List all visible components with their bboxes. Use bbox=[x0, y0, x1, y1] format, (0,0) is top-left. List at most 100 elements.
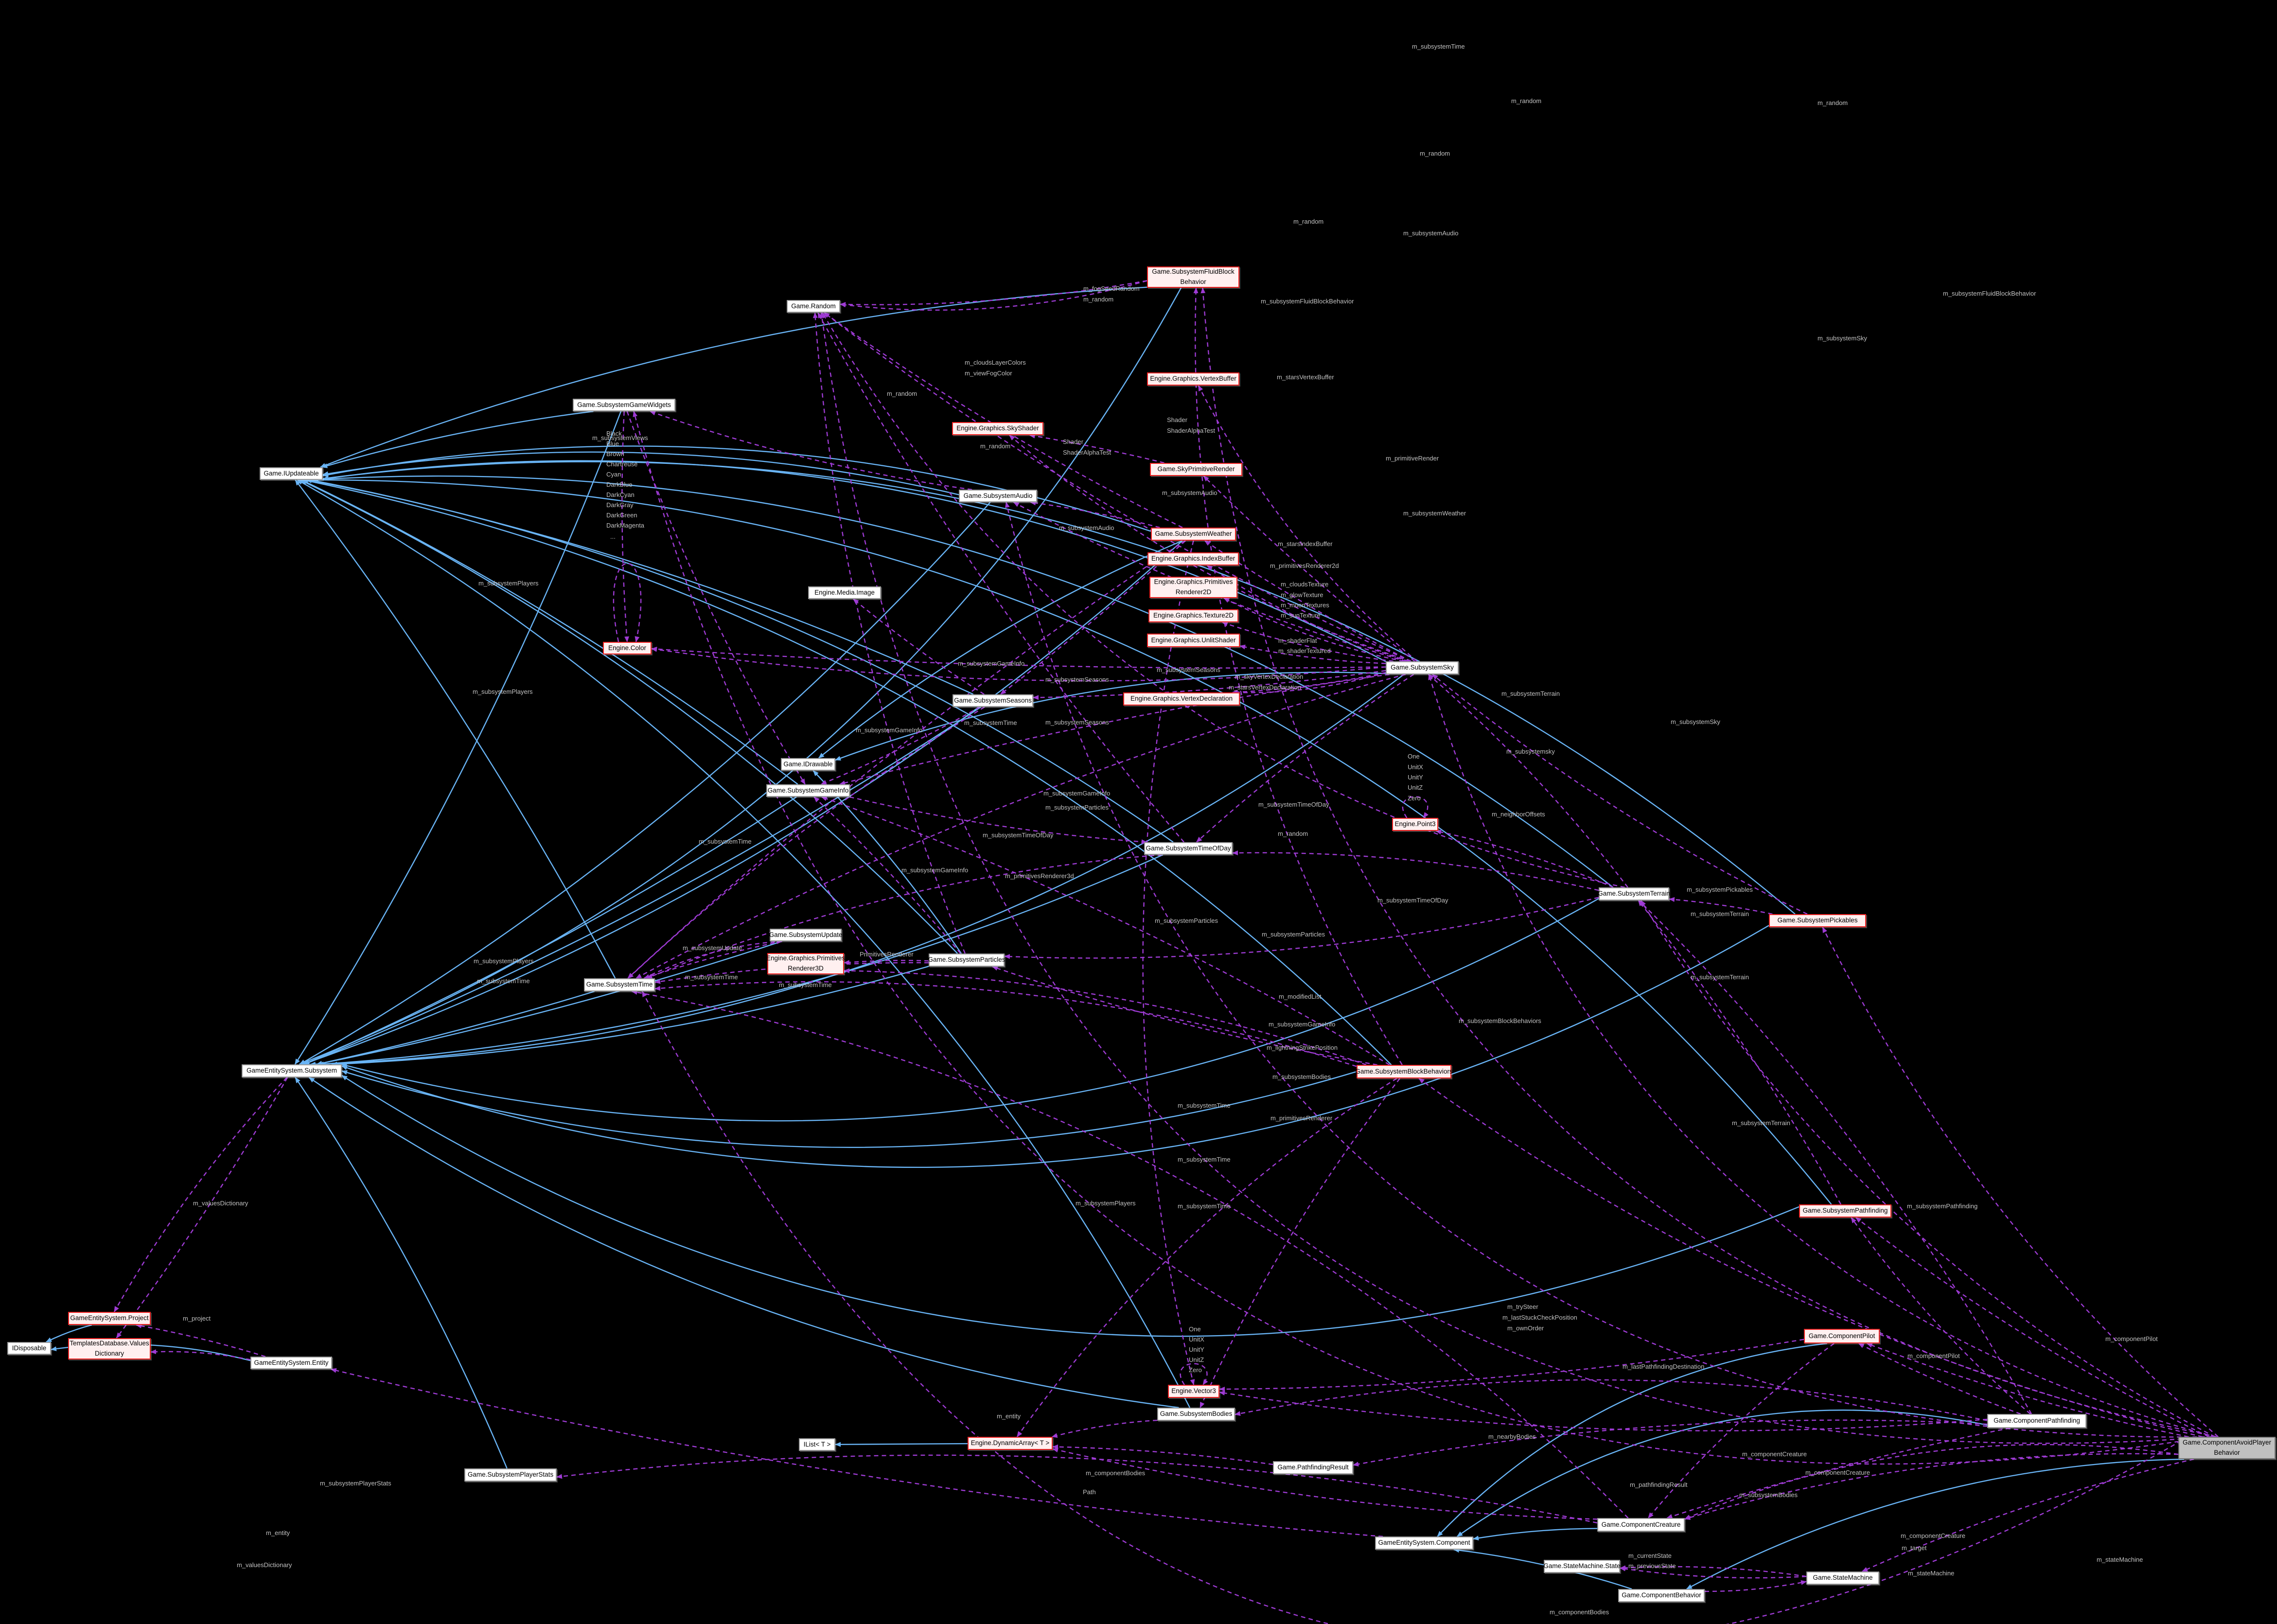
edge-label: m_subsystemGameInfo bbox=[1269, 1021, 1336, 1028]
usage-edge bbox=[821, 796, 1390, 1066]
edge-label: m_random bbox=[1511, 97, 1542, 105]
edge-label: m_subsystemSeasons bbox=[1157, 666, 1220, 673]
class-node-project[interactable]: GameEntitySystem.Project bbox=[68, 1312, 151, 1325]
class-node-gameinfo[interactable]: Game.SubsystemGameInfo bbox=[766, 784, 850, 797]
class-node-smstate[interactable]: Game.StateMachine.State bbox=[1543, 1560, 1621, 1573]
usage-edge bbox=[1200, 1078, 1400, 1408]
class-node-terrain[interactable]: Game.SubsystemTerrain bbox=[1598, 887, 1670, 900]
class-node-update[interactable]: Game.SubsystemUpdate bbox=[769, 929, 842, 941]
class-node-audio[interactable]: Game.SubsystemAudio bbox=[959, 490, 1037, 502]
class-node-particles[interactable]: Game.SubsystemParticles bbox=[928, 953, 1006, 967]
class-node-time[interactable]: Game.SubsystemTime bbox=[584, 978, 655, 991]
class-node-pickables[interactable]: Game.SubsystemPickables bbox=[1769, 914, 1866, 927]
class-node-blockbehaviors[interactable]: Game.SubsystemBlockBehaviors bbox=[1355, 1065, 1453, 1078]
class-node-entity[interactable]: GameEntitySystem.Entity bbox=[250, 1357, 332, 1369]
usage-edge bbox=[651, 646, 1386, 669]
inheritance-edge bbox=[1456, 1409, 2002, 1537]
class-node-ilist[interactable]: IList< T > bbox=[799, 1438, 835, 1451]
edge-label: m_subsystemTerrain bbox=[1691, 973, 1749, 981]
usage-edge bbox=[1647, 1343, 1835, 1518]
edge-label: m_subsystemAudio bbox=[1403, 229, 1459, 237]
inheritance-edge bbox=[299, 287, 1182, 1065]
edge-label: m_subsystemParticles bbox=[1262, 931, 1325, 938]
class-node-texture2d[interactable]: Engine.Graphics.Texture2D bbox=[1148, 609, 1238, 622]
class-node-color[interactable]: Engine.Color bbox=[603, 642, 652, 654]
class-node-indexbuffer[interactable]: Engine.Graphics.IndexBuffer bbox=[1147, 552, 1239, 565]
class-node-statemachine[interactable]: Game.StateMachine bbox=[1806, 1571, 1879, 1585]
edge-label: m_subsystemGameInfo bbox=[901, 866, 969, 874]
usage-edge bbox=[1851, 1217, 2031, 1414]
class-node-playerstats[interactable]: Game.SubsystemPlayerStats bbox=[464, 1468, 557, 1482]
usage-edge bbox=[627, 706, 985, 979]
class-node-valuesdict[interactable]: TemplatesDatabase.Values Dictionary bbox=[68, 1338, 151, 1359]
edge-label: m_subsystemAudio bbox=[1059, 524, 1114, 531]
edge-label: m_random bbox=[1278, 830, 1308, 837]
edge-label: m_subsystemGameInfo bbox=[1043, 790, 1111, 797]
edge-label: ... bbox=[610, 533, 616, 540]
class-node-iupdateable[interactable]: Game.IUpdateable bbox=[260, 467, 323, 480]
class-node-idisposable[interactable]: IDisposable bbox=[7, 1342, 51, 1355]
edge-label: m_subsystemPlayers bbox=[1076, 1200, 1136, 1207]
usage-edge bbox=[1866, 1342, 2189, 1438]
inheritance-edge bbox=[302, 540, 1183, 1065]
class-node-componentpilot[interactable]: Game.ComponentPilot bbox=[1804, 1329, 1880, 1343]
edge-label: m_project bbox=[183, 1315, 211, 1322]
edge-label: m_subsystemGameInfo bbox=[856, 726, 923, 734]
edge-label: UnitZ bbox=[1189, 1356, 1204, 1363]
usage-edge bbox=[641, 991, 2189, 1624]
edge-label: m_primitiveRender bbox=[1386, 455, 1439, 462]
edge-label: m_fogSeedRandom bbox=[1083, 285, 1140, 292]
edge-label: UnitZ bbox=[1408, 784, 1423, 791]
class-node-point3[interactable]: Engine.Point3 bbox=[1392, 818, 1438, 831]
class-node-unlitshader[interactable]: Engine.Graphics.UnlitShader bbox=[1147, 634, 1240, 647]
class-node-vector3[interactable]: Engine.Vector3 bbox=[1168, 1385, 1219, 1398]
usage-edge bbox=[1684, 1444, 2179, 1520]
class-node-seasons[interactable]: Game.SubsystemSeasons bbox=[953, 694, 1033, 707]
class-node-subsystem[interactable]: GameEntitySystem.Subsystem bbox=[242, 1064, 342, 1077]
class-node-idrawable[interactable]: Game.IDrawable bbox=[781, 758, 835, 771]
class-node-componentcreature[interactable]: Game.ComponentCreature bbox=[1597, 1518, 1685, 1532]
class-node-skyshader[interactable]: Engine.Graphics.SkyShader bbox=[952, 422, 1043, 435]
class-node-primrenderer2d[interactable]: Engine.Graphics.Primitives Renderer2D bbox=[1149, 577, 1237, 598]
class-node-component[interactable]: GameEntitySystem.Component bbox=[1375, 1536, 1473, 1550]
edge-label: m_subsystemFluidBlockBehavior bbox=[1261, 298, 1354, 305]
class-node-weather[interactable]: Game.SubsystemWeather bbox=[1151, 528, 1236, 541]
class-node-vertexbuffer[interactable]: Engine.Graphics.VertexBuffer bbox=[1147, 372, 1239, 386]
inheritance-edge bbox=[312, 461, 1796, 915]
class-node-pathfinding[interactable]: Game.SubsystemPathfinding bbox=[1799, 1204, 1891, 1218]
usage-edge bbox=[626, 411, 806, 785]
usage-edge bbox=[1666, 1427, 2010, 1519]
class-node-avoidplayer[interactable]: Game.ComponentAvoidPlayer Behavior bbox=[2178, 1437, 2276, 1459]
edge-label: DarkCyan bbox=[606, 491, 635, 498]
usage-edge bbox=[1858, 1342, 2021, 1415]
usage-edge bbox=[823, 312, 1183, 529]
edge-label: m_random bbox=[980, 442, 1011, 450]
usage-edge bbox=[1033, 670, 1386, 700]
class-node-image[interactable]: Engine.Media.Image bbox=[808, 586, 881, 599]
class-node-componentpathfinding[interactable]: Game.ComponentPathfinding bbox=[1987, 1414, 2086, 1428]
edge-label: m_componentPilot bbox=[2105, 1335, 2158, 1342]
usage-edge bbox=[1193, 287, 1403, 1065]
class-node-fluidblock[interactable]: Game.SubsystemFluidBlock Behavior bbox=[1147, 266, 1239, 288]
class-node-bodies[interactable]: Game.SubsystemBodies bbox=[1157, 1408, 1235, 1421]
class-node-gamewidgets[interactable]: Game.SubsystemGameWidgets bbox=[573, 399, 675, 411]
usage-edge bbox=[635, 673, 1406, 979]
edge-label: m_lightningStrikePosition bbox=[1267, 1044, 1338, 1051]
usage-edge bbox=[1684, 1453, 2179, 1520]
class-node-timeofday[interactable]: Game.SubsystemTimeOfDay bbox=[1144, 842, 1233, 855]
usage-edge bbox=[1005, 502, 2213, 1438]
edge-label: m_subsystemParticles bbox=[1155, 917, 1218, 924]
usage-edge bbox=[1051, 1419, 1158, 1438]
class-node-primrenderer3d[interactable]: Engine.Graphics.Primitives Renderer3D bbox=[766, 953, 845, 974]
class-node-sky[interactable]: Game.SubsystemSky bbox=[1386, 661, 1459, 674]
edge-label: m_subsystemTime bbox=[964, 719, 1017, 726]
class-node-skyprimrender[interactable]: Game.SkyPrimitiveRender bbox=[1150, 463, 1242, 476]
class-node-random[interactable]: Game.Random bbox=[787, 300, 840, 313]
usage-edge bbox=[1203, 476, 1415, 662]
class-node-dynamicarray[interactable]: Engine.DynamicArray< T > bbox=[968, 1437, 1053, 1450]
class-node-pathresult[interactable]: Game.PathfindingResult bbox=[1273, 1461, 1353, 1474]
inheritance-edge bbox=[294, 411, 622, 1065]
class-node-vertexdecl[interactable]: Engine.Graphics.VertexDeclaration bbox=[1123, 692, 1240, 706]
class-node-componentbehavior[interactable]: Game.ComponentBehavior bbox=[1618, 1589, 1705, 1602]
